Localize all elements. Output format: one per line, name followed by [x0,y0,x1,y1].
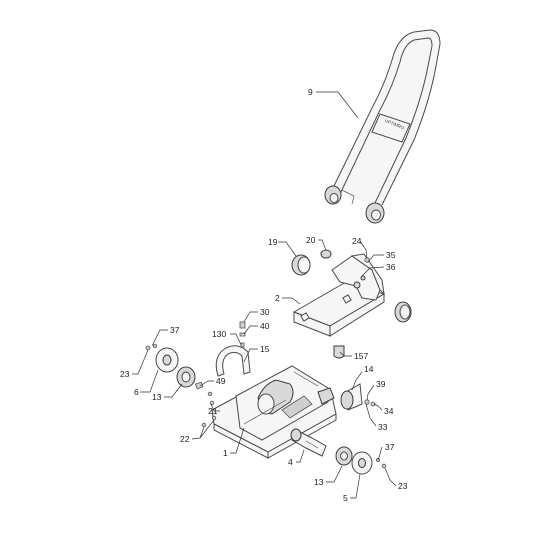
callout-37-left: 37 [170,325,180,335]
callout-35: 35 [386,250,396,260]
callout-20: 20 [306,235,316,245]
right-bearing-stack [340,383,376,411]
left-bearing-stack [145,343,215,406]
callout-22: 22 [180,434,190,444]
lifting-hook [215,345,251,377]
callout-labels: 9 19 20 24 35 36 2 30 130 40 15 157 37 2… [120,87,408,503]
callout-30: 30 [260,307,270,317]
callout-39: 39 [376,379,386,389]
handle-assembly: UPTIMRO [324,29,441,224]
callout-40: 40 [260,321,270,331]
callout-13-right: 13 [314,477,324,487]
callout-37-right: 37 [385,442,395,452]
callout-24: 24 [352,236,362,246]
callout-9: 9 [308,87,313,97]
leader-lines [132,91,397,499]
callout-34: 34 [384,406,394,416]
bottom-bearing-stack [335,446,387,475]
callout-33: 33 [378,422,388,432]
mount-bracket [291,249,412,359]
callout-23-right: 23 [398,481,408,491]
callout-2: 2 [275,293,280,303]
callout-15: 15 [260,344,270,354]
bolt-stack [239,321,246,348]
callout-4: 4 [288,457,293,467]
callout-19: 19 [268,237,278,247]
callout-36: 36 [386,262,396,272]
callout-21: 21 [208,406,218,416]
drive-shaft [290,428,327,457]
callout-157: 157 [354,351,368,361]
screw-22a [201,422,207,428]
callout-13-left: 13 [152,392,162,402]
callout-14: 14 [364,364,374,374]
callout-6: 6 [134,387,139,397]
callout-130: 130 [212,329,226,339]
screw-22b [211,415,217,421]
callout-23-left: 23 [120,369,130,379]
callout-49: 49 [216,376,226,386]
callout-1: 1 [223,448,228,458]
callout-5: 5 [343,493,348,503]
